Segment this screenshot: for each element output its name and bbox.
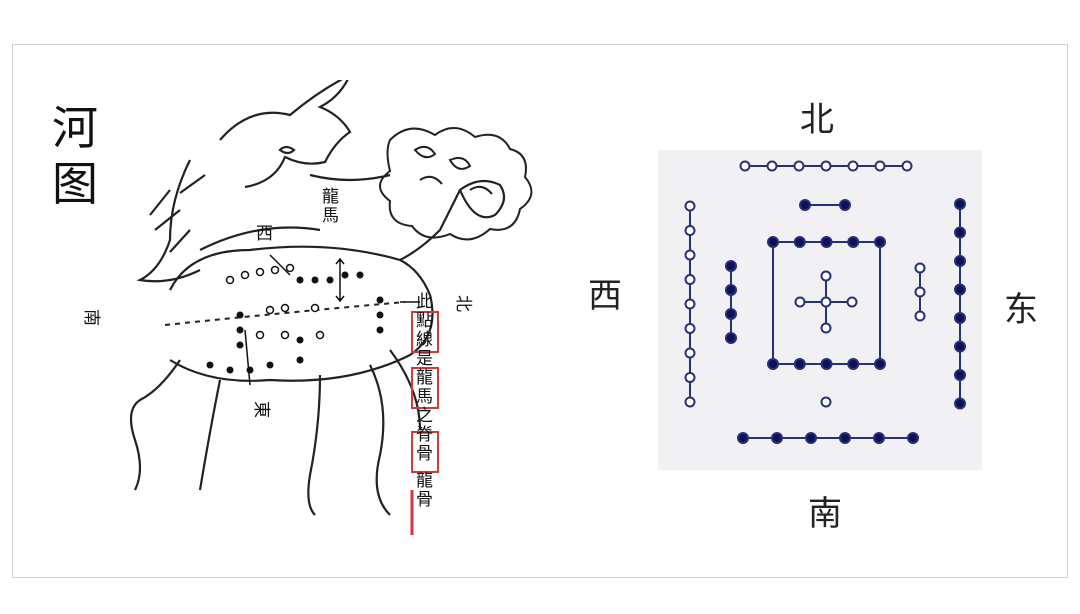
- north-outer-dot: [901, 160, 913, 172]
- west-outer-dot: [684, 396, 696, 408]
- center-top-dot: [847, 236, 860, 248]
- center-top-dot: [793, 236, 806, 248]
- direction-east: 东: [1004, 290, 1038, 330]
- north-inner-dot: [839, 199, 851, 211]
- north-outer-dot: [739, 160, 751, 172]
- south-outer-dot: [873, 432, 885, 444]
- east-outer-dot: [954, 226, 966, 239]
- east-inner-dot: [914, 310, 926, 322]
- west-outer-dot: [684, 225, 696, 236]
- east-outer-dot: [954, 283, 966, 296]
- west-outer-dot: [684, 274, 696, 285]
- dragon-horse-illustration: [129, 80, 533, 535]
- east-outer-dot: [954, 312, 966, 324]
- note-char: 龍: [416, 471, 433, 491]
- page-title: 河图: [52, 101, 98, 211]
- center-top-dot: [767, 236, 779, 248]
- west-outer-dot: [684, 200, 696, 212]
- center-bottom-dot: [820, 358, 833, 370]
- center-top-dot: [874, 236, 886, 248]
- note-char: 點: [416, 311, 433, 331]
- west-outer-dot: [684, 372, 696, 383]
- direction-south: 南: [808, 494, 842, 534]
- note-char: 是: [416, 349, 433, 369]
- center-bottom-dot: [767, 358, 779, 370]
- center-dot: [794, 296, 806, 308]
- east-outer-dot: [954, 340, 966, 353]
- west-inner-dot: [725, 332, 737, 344]
- west-outer-dot: [684, 347, 696, 359]
- center-dot: [820, 296, 832, 308]
- hetu-board: [658, 150, 982, 470]
- north-outer-dot: [874, 160, 886, 172]
- center-dot: [820, 270, 832, 282]
- note-char: 骨: [416, 444, 433, 464]
- south-outer-dot: [839, 432, 851, 444]
- east-outer-dot: [954, 397, 966, 410]
- east-outer-dot: [954, 255, 966, 267]
- direction-west: 西: [588, 276, 622, 316]
- note-char: 骨: [416, 490, 433, 510]
- direction-north: 北: [800, 100, 834, 140]
- note-text: 此 點 線 是 龍 馬 之 脊 骨 龍 骨: [416, 293, 434, 510]
- center-bottom-dot: [874, 358, 886, 370]
- south-outer-dot: [737, 432, 749, 444]
- east-inner-dot: [914, 262, 926, 274]
- center-top-dot: [820, 236, 833, 248]
- south-inner-dot: [820, 396, 832, 408]
- east-outer-dot: [954, 369, 966, 381]
- note-char: 馬: [416, 387, 433, 407]
- center-bottom-dot: [793, 358, 806, 370]
- west-inner-dot: [725, 260, 737, 272]
- note-char: 脊: [416, 425, 433, 445]
- east-outer-dot: [954, 198, 966, 210]
- north-outer-dot: [847, 160, 859, 172]
- center-dot: [820, 322, 832, 334]
- south-outer-dot: [771, 432, 783, 444]
- west-outer-dot: [684, 323, 696, 334]
- note-char: 此: [416, 292, 433, 312]
- west-inner-dot: [725, 308, 737, 320]
- north-outer-dot: [766, 160, 778, 172]
- north-inner-dot: [799, 199, 811, 211]
- center-dot: [846, 296, 858, 308]
- north-outer-dot: [793, 160, 805, 172]
- south-outer-dot: [907, 432, 919, 444]
- south-outer-dot: [805, 432, 817, 444]
- west-outer-dot: [684, 298, 696, 310]
- note-char: 龍: [416, 368, 433, 388]
- west-inner-dot: [725, 284, 737, 296]
- west-label: 西: [256, 224, 273, 244]
- note-char: 之: [416, 406, 433, 426]
- east-inner-dot: [914, 286, 926, 298]
- west-outer-dot: [684, 249, 696, 261]
- center-bottom-dot: [847, 358, 860, 370]
- note-char: 線: [416, 330, 433, 350]
- north-outer-dot: [820, 160, 832, 172]
- horse-name-label: 龍馬: [322, 187, 339, 226]
